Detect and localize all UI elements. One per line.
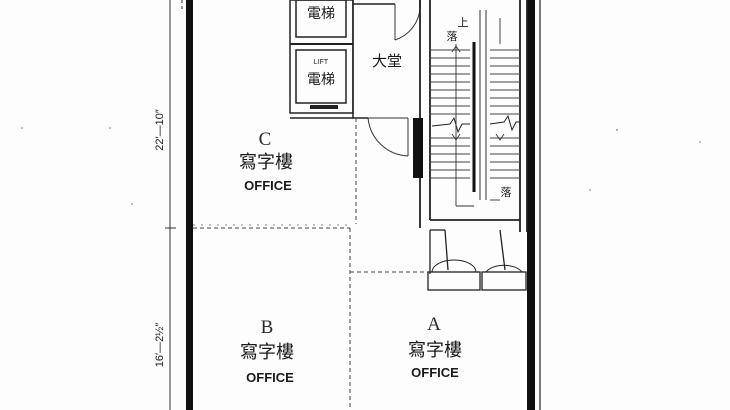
unit-c-name-cn: 寫字樓 [239, 152, 293, 173]
stair-down-label-bottom: 落 [501, 186, 512, 199]
dimension-line [165, 0, 183, 410]
stair-landing-doors [427, 229, 527, 291]
stair-arrows [451, 18, 505, 207]
unit-b-name-cn: 寫字樓 [240, 342, 294, 363]
lift-1-label: 電梯 [307, 6, 335, 22]
scan-specks [21, 127, 701, 205]
unit-b-name-en: OFFICE [246, 370, 294, 385]
unit-partitions [193, 118, 428, 410]
unit-b-letter: B [261, 317, 274, 338]
lobby-door-top [394, 4, 421, 41]
lift-2-label: 電梯 [307, 72, 335, 88]
dimension-upper: 22′—10″ [154, 109, 166, 151]
unit-c-name-en: OFFICE [244, 178, 292, 193]
stair-core-pier [413, 118, 423, 178]
unit-a-name-en: OFFICE [411, 365, 459, 380]
outer-walls [186, 0, 535, 410]
stair-up-label: 上 [458, 16, 469, 29]
stair-break-lines [431, 114, 520, 134]
unit-a-name-cn: 寫字樓 [408, 340, 462, 361]
stair-core-walls [419, 0, 528, 232]
stair-treads [430, 49, 520, 179]
unit-a-letter: A [427, 314, 441, 335]
lift-2-tag: LIFT [314, 59, 329, 66]
dimension-lower: 16′—2½″ [154, 323, 166, 368]
lobby-door-bottom [367, 117, 409, 157]
stair-down-label-top: 落 [447, 30, 458, 43]
lobby-label: 大堂 [372, 52, 402, 70]
unit-c-letter: C [259, 129, 272, 150]
